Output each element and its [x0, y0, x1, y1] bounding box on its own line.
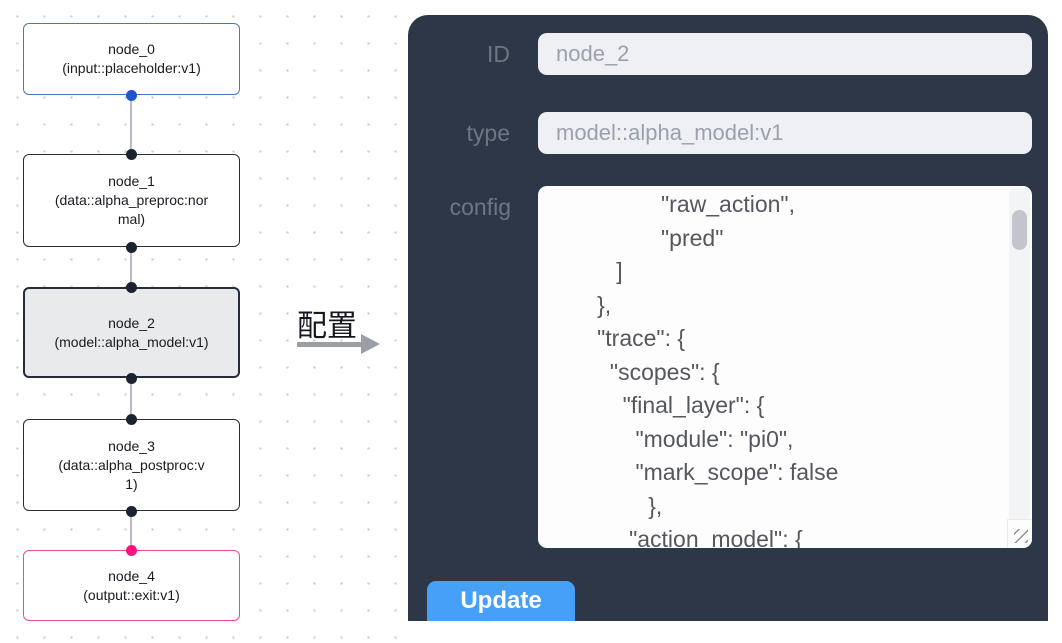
- edge-node2-node3: [130, 378, 132, 419]
- config-scrollbar[interactable]: [1009, 188, 1030, 520]
- node-name: node_1: [108, 173, 155, 189]
- node-type: (output::exit:v1): [83, 586, 180, 603]
- node-name: node_0: [108, 41, 155, 57]
- edge-node0-node1: [130, 95, 132, 154]
- id-label: ID: [487, 41, 510, 67]
- configure-label: 配置: [297, 310, 357, 343]
- canvas-top-strip: [0, 0, 1062, 14]
- node-node_2[interactable]: node_2 (model::alpha_model:v1): [23, 287, 240, 378]
- config-json-text: "raw_action", "pred" ] }, "trace": { "sc…: [597, 191, 839, 548]
- port-out-node_2[interactable]: [126, 372, 137, 384]
- resize-handle-icon[interactable]: [1014, 529, 1028, 543]
- node-name: node_2: [108, 314, 155, 331]
- config-textarea[interactable]: "raw_action", "pred" ] }, "trace": { "sc…: [538, 186, 1032, 548]
- id-input[interactable]: [538, 33, 1032, 75]
- node-node_4[interactable]: node_4 (output::exit:v1): [23, 550, 240, 621]
- port-in-node_1[interactable]: [126, 148, 137, 160]
- node-label: node_4 (output::exit:v1): [53, 567, 211, 605]
- node-label: node_3 (data::alpha_postproc:v1): [53, 437, 211, 494]
- configure-arrow-head: [361, 334, 380, 354]
- node-node_3[interactable]: node_3 (data::alpha_postproc:v1): [23, 419, 240, 511]
- port-out-node_0[interactable]: [126, 89, 137, 101]
- node-type: (data::alpha_postproc:v1): [58, 456, 205, 492]
- config-scrollbar-thumb[interactable]: [1012, 210, 1027, 250]
- type-input[interactable]: [538, 112, 1032, 154]
- port-out-node_1[interactable]: [126, 241, 137, 253]
- edge-node1-node2: [130, 247, 132, 287]
- port-in-node_4[interactable]: [126, 544, 137, 556]
- port-in-node_2[interactable]: [126, 281, 137, 293]
- node-name: node_4: [108, 567, 155, 584]
- update-button[interactable]: Update: [427, 581, 575, 621]
- config-panel: ID type config "raw_action", "pred" ] },…: [408, 15, 1048, 621]
- config-label: config: [449, 194, 511, 220]
- textarea-corner: [1007, 519, 1032, 548]
- node-type: (data::alpha_preproc:normal): [54, 192, 209, 227]
- node-label: node_2 (model::alpha_model:v1): [53, 314, 211, 352]
- node-name: node_3: [108, 437, 155, 454]
- edge-node3-node4: [130, 511, 132, 550]
- port-in-node_3[interactable]: [126, 413, 137, 425]
- node-node_0[interactable]: node_0 (input::placeholder:v1): [23, 23, 240, 95]
- node-type: (input::placeholder:v1): [62, 60, 201, 76]
- configure-arrow: [297, 342, 361, 347]
- node-type: (model::alpha_model:v1): [54, 333, 209, 350]
- node-node_1[interactable]: node_1 (data::alpha_preproc:normal): [23, 154, 240, 247]
- node-label: node_1 (data::alpha_preproc:normal): [53, 172, 211, 229]
- port-out-node_3[interactable]: [126, 505, 137, 517]
- type-label: type: [466, 120, 510, 146]
- node-label: node_0 (input::placeholder:v1): [53, 40, 211, 78]
